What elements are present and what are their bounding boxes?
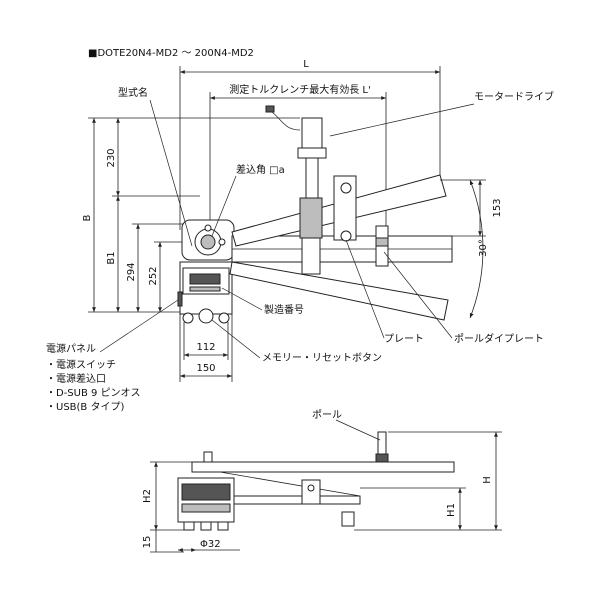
leader-motor-drive xyxy=(329,103,475,137)
guide-roller-bottom xyxy=(340,230,352,242)
dim-252-label: 252 xyxy=(148,266,159,285)
dim-H-label: H xyxy=(482,476,493,484)
angle-arc xyxy=(469,179,484,319)
dim-150-label: 150 xyxy=(196,363,215,374)
label-plate: プレート xyxy=(384,333,424,345)
side-pole-clamp xyxy=(375,453,389,463)
leader-pole-die-plate xyxy=(383,251,453,339)
foot-left xyxy=(182,312,194,324)
side-base-front xyxy=(181,483,231,501)
side-carriage xyxy=(301,479,321,505)
side-carriage-bolt xyxy=(307,484,315,492)
power-panel-item-3: ・D-SUB 9 ピンオス xyxy=(46,387,141,399)
side-top-plate xyxy=(191,461,455,473)
motor-cable-plug xyxy=(265,105,275,113)
side-foot-3 xyxy=(217,521,229,531)
memory-reset-button[interactable] xyxy=(198,308,214,324)
dim-L-label: L xyxy=(303,59,309,70)
label-memory-reset: メモリー・リセットボタン xyxy=(262,352,382,364)
dim-phi32-label: Φ32 xyxy=(200,539,221,550)
dim-294-label: 294 xyxy=(126,262,137,281)
angled-arm-lower xyxy=(229,261,449,321)
foot-right xyxy=(218,312,230,324)
display-screen xyxy=(189,273,221,285)
guide-roller-top xyxy=(340,182,352,194)
angle-30-label: 30° xyxy=(478,239,489,257)
dim-H2-label: H2 xyxy=(142,489,153,503)
motor-drive-body xyxy=(301,117,323,149)
power-panel-title: 電源パネル xyxy=(46,342,96,355)
square-drive-socket xyxy=(200,234,216,250)
leader-serial-number xyxy=(221,287,263,311)
label-pole-die-plate: ポールダイプレート xyxy=(454,332,544,345)
dim-112-label: 112 xyxy=(196,342,215,353)
motor-shaft xyxy=(305,157,319,199)
motor-cable xyxy=(271,111,301,131)
leader-square-drive xyxy=(211,175,237,237)
side-brace xyxy=(219,471,361,497)
motor-carriage xyxy=(301,237,321,275)
label-square-drive: 差込角 □a xyxy=(236,163,285,176)
dim-Lprime-label: 測定トルクレンチ最大有効長 L' xyxy=(229,83,371,96)
side-foot-2 xyxy=(200,521,212,531)
leader-model-name xyxy=(149,99,193,247)
label-motor-drive: モータードライブ xyxy=(474,90,554,103)
pole-clamp xyxy=(375,237,389,247)
leader-power-panel xyxy=(99,299,179,353)
head-bolt-top xyxy=(204,224,212,232)
side-rear-foot xyxy=(341,511,355,527)
side-base-connectors xyxy=(181,503,231,513)
power-panel-item-1: ・電源スイッチ xyxy=(46,358,116,371)
head-bolt-right xyxy=(218,238,226,246)
dim-B1-label: B1 xyxy=(106,251,117,264)
dim-15-label: 15 xyxy=(142,536,153,549)
dim-153-label: 153 xyxy=(492,198,503,217)
dim-230-label: 230 xyxy=(106,148,117,167)
drawing-title: ■DOTE20N4-MD2 ～ 200N4-MD2 xyxy=(88,48,254,59)
label-pole: ポール xyxy=(312,409,342,421)
leader-plate xyxy=(345,239,385,339)
label-model-name: 型式名 xyxy=(118,86,148,99)
dim-B-label: B xyxy=(82,214,93,221)
side-foot-1 xyxy=(183,521,195,531)
motor-drive-flange xyxy=(297,147,327,159)
panel-buttons xyxy=(189,286,221,292)
power-panel-item-2: ・電源差込口 xyxy=(46,372,106,385)
label-serial-number: 製造番号 xyxy=(264,303,304,316)
power-panel-item-4: ・USB(B タイプ) xyxy=(46,401,124,413)
side-drive-post xyxy=(203,451,213,463)
leader-memory-reset xyxy=(211,319,261,359)
motor-mount-block xyxy=(299,197,323,239)
power-panel-side xyxy=(177,291,183,307)
leader-pole xyxy=(335,419,381,441)
dim-H1-label: H1 xyxy=(446,503,457,517)
